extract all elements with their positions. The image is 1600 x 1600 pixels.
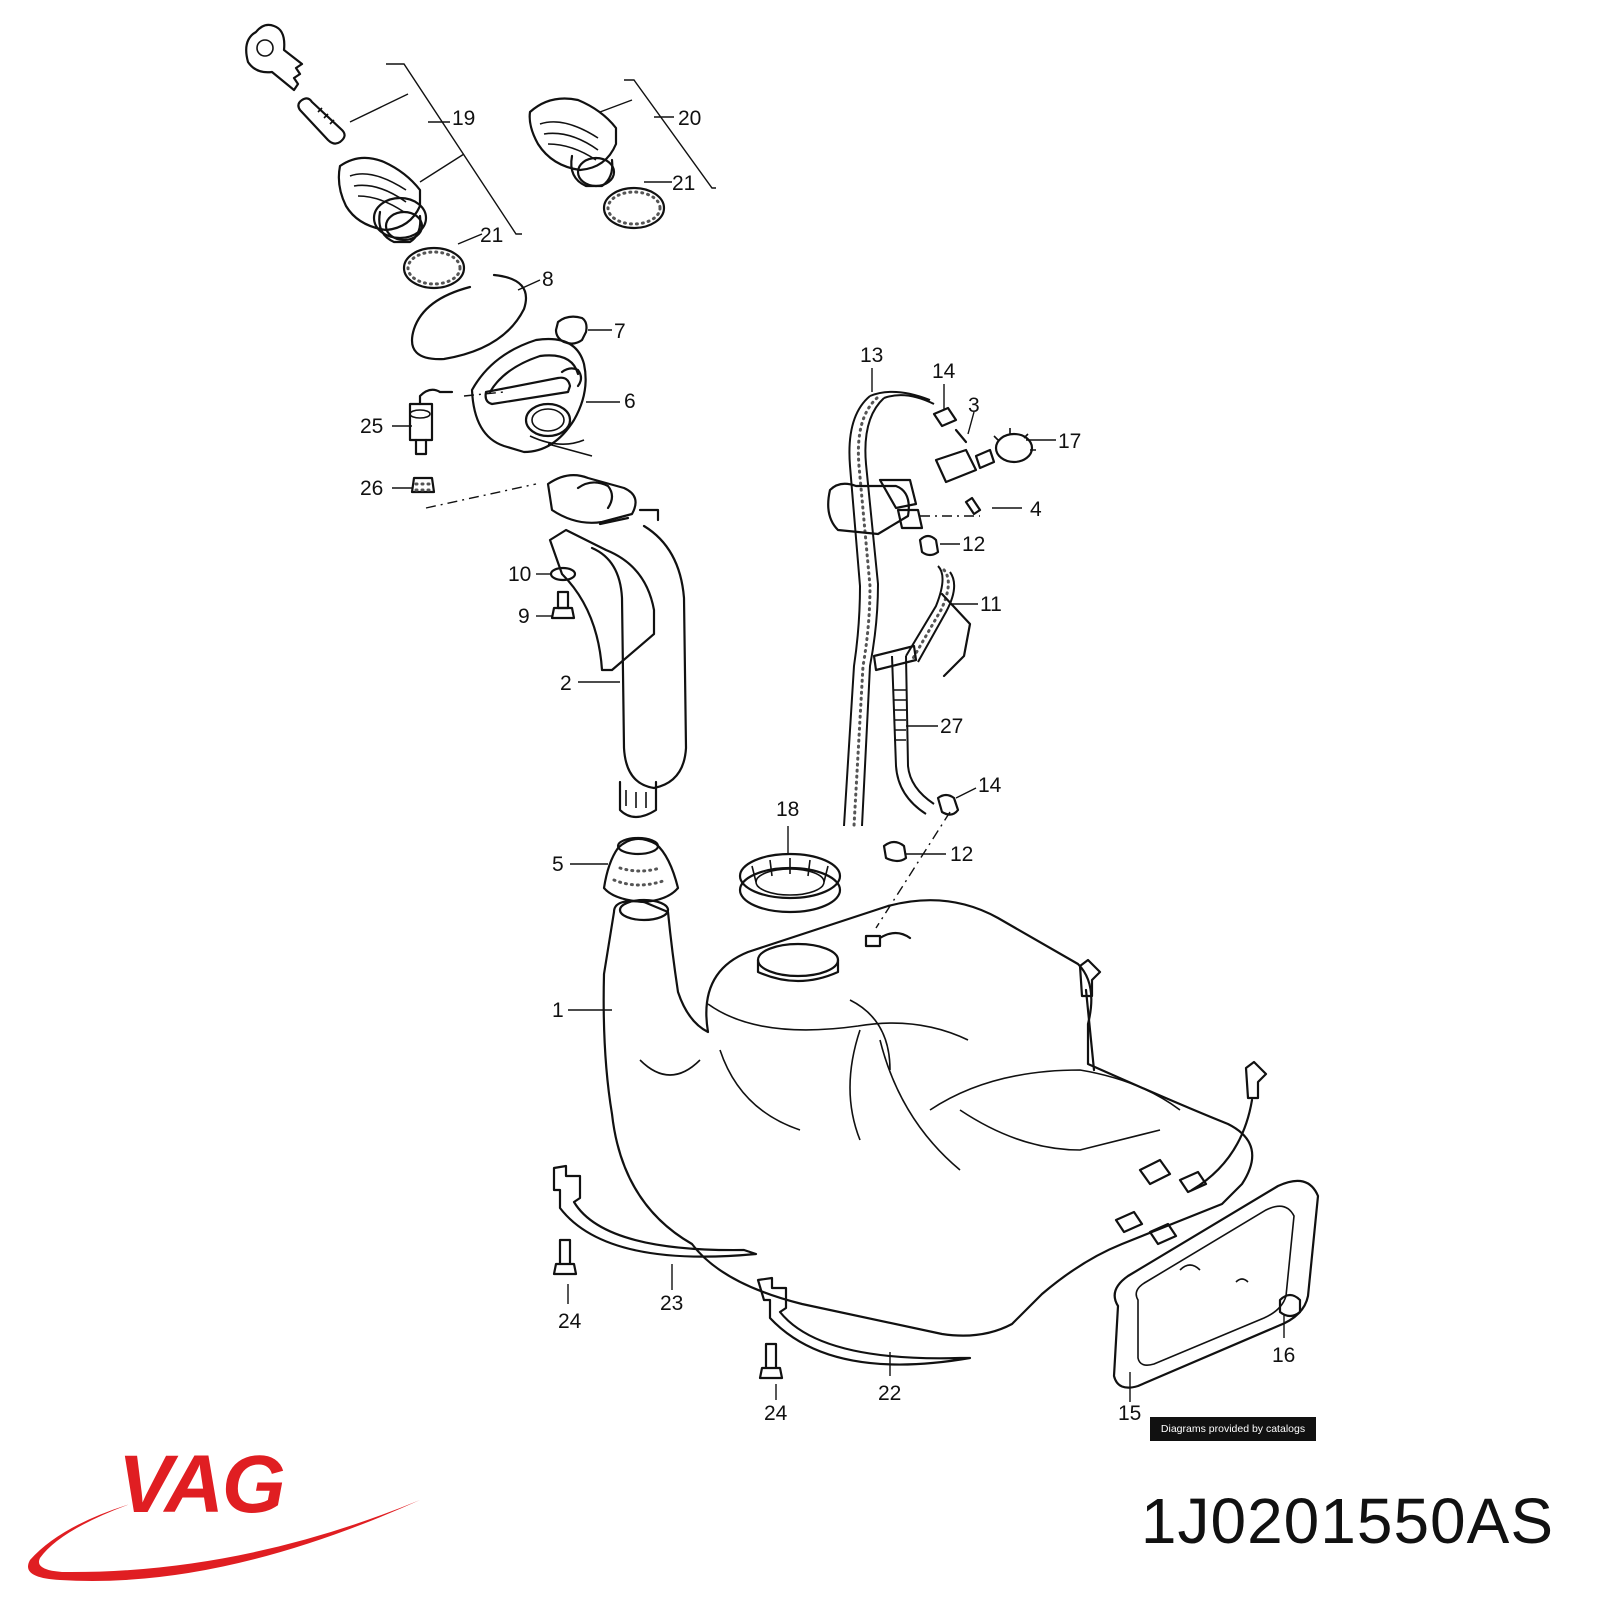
part-1-fuel-tank [602,898,1254,1337]
part-3-valve [934,428,996,484]
group-19-bracket [386,63,522,235]
callout-24: 24 [764,1402,788,1425]
part-26-grommet [410,476,436,494]
callout-21: 21 [480,224,503,247]
callout-25: 25 [360,415,383,438]
part-22-strap [756,1276,972,1380]
vag-logo: VAG [28,1440,420,1581]
part-8-circlip [411,273,527,361]
callout-labels: 19 20 21 21 8 7 6 25 26 10 9 2 5 1 13 14… [360,107,1295,1425]
part-2-filler-pipe [546,473,688,819]
callout-16: 16 [1272,1344,1295,1367]
callout-18: 18 [776,798,799,821]
callout-14: 14 [932,360,956,383]
callout-4: 4 [1030,498,1042,521]
part-25-valve [408,388,454,456]
callout-12: 12 [962,533,985,556]
callout-20: 20 [678,107,701,130]
part-9-bolt [550,590,576,620]
group-20-bracket [624,79,716,189]
logo-swoosh [28,1500,420,1581]
callout-3: 3 [968,394,980,417]
callout-6: 6 [624,390,636,413]
callout-10: 10 [508,563,531,586]
part-5-grommet [602,836,680,904]
tank-top-valve-body [827,478,980,678]
callout-23: 23 [660,1292,683,1315]
part-21-seal-rings [402,186,666,290]
callout-8: 8 [542,268,554,291]
callout-17: 17 [1058,430,1081,453]
part-number: 1J0201550AS [1140,1485,1554,1557]
callout-7: 7 [614,320,626,343]
callout-14: 14 [978,774,1002,797]
leader-lines [349,93,1285,1402]
callout-24: 24 [558,1310,582,1333]
callout-22: 22 [878,1382,901,1405]
logo-wordmark: VAG [118,1440,284,1530]
callout-9: 9 [518,605,530,628]
diagram-credit: Diagrams provided by catalogs parts [1150,1417,1316,1459]
part-14-clip-upper [932,406,958,428]
part-20-filler-cap [528,97,618,188]
part-23-strap [552,1164,758,1276]
part-7-plug [554,315,588,345]
callout-19: 19 [452,107,475,130]
part-14-clip-lower [936,793,960,816]
vent-hoses [843,390,956,828]
part-6-filler-neck-housing [470,338,593,457]
part-19-locking-cap-assembly [245,23,428,244]
callout-13: 13 [860,344,883,367]
part-17-nut [993,428,1036,464]
callout-27: 27 [940,715,963,738]
part-12-clip-upper [918,534,940,557]
callout-21: 21 [672,172,695,195]
callout-26: 26 [360,477,383,500]
part-4-connector [964,496,982,516]
callout-11: 11 [980,593,1002,616]
callout-15: 15 [1118,1402,1141,1425]
part-18-locking-ring [738,852,842,914]
callout-5: 5 [552,853,564,876]
part-16-clip [1278,1293,1302,1318]
callout-2: 2 [560,672,572,695]
callout-1: 1 [552,999,564,1022]
callout-12: 12 [950,843,973,866]
part-12-clip-lower [882,840,908,863]
tank-right-brackets [1078,958,1268,1192]
